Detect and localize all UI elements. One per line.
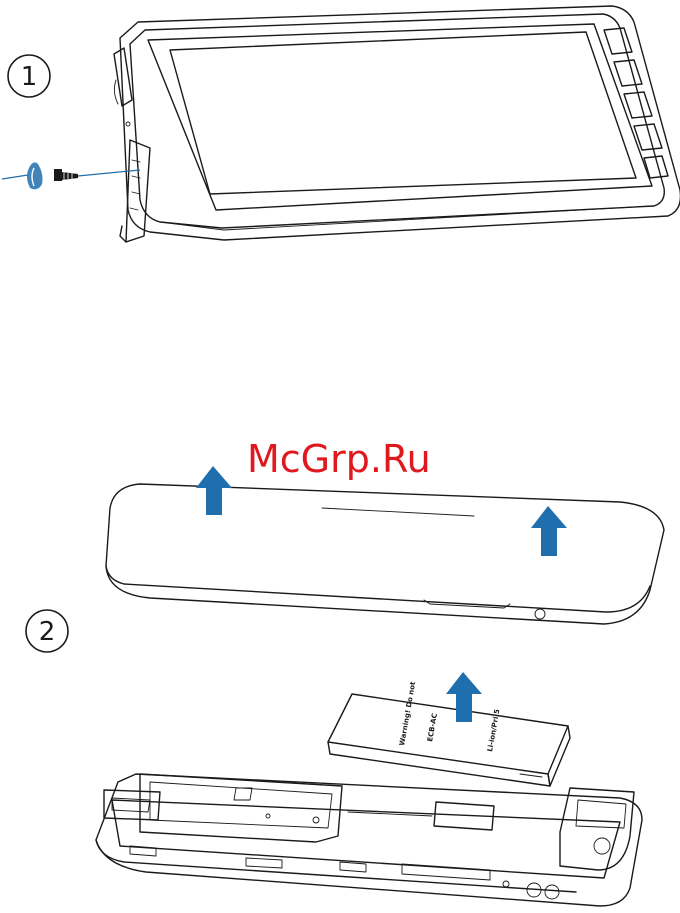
player-device — [114, 6, 680, 242]
battery: Warning! Do not ECB-AC Li-ion/Pri.5 — [328, 680, 570, 786]
step-2-number: 2 — [39, 617, 56, 647]
step-1-number: 1 — [21, 62, 38, 92]
step-2-marker: 2 — [26, 610, 68, 652]
screwdriver-icon — [2, 162, 43, 189]
device-base — [96, 774, 642, 906]
watermark-text: McGrp.Ru — [247, 437, 431, 481]
step-1-marker: 1 — [8, 55, 50, 97]
back-cover — [106, 484, 664, 624]
